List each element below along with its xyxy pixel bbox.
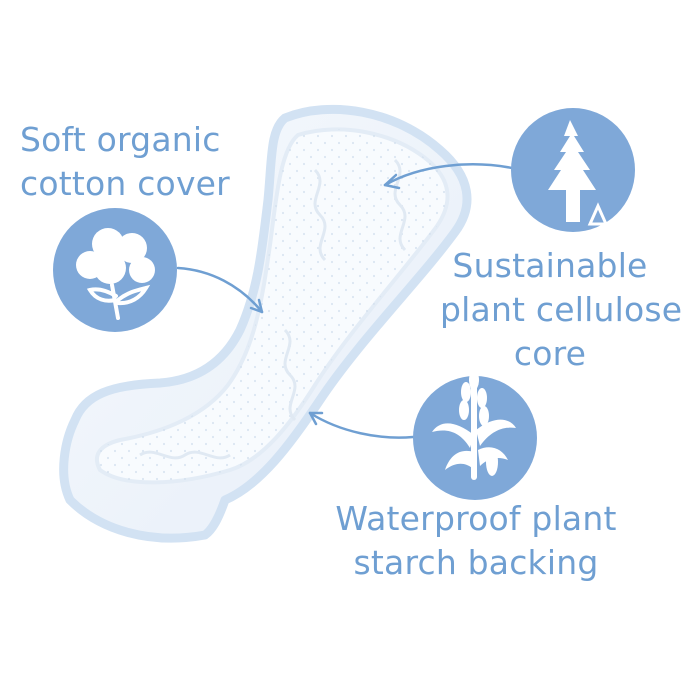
arrow-cellulose-head: [383, 173, 401, 190]
label-line: starch backing: [353, 543, 599, 582]
cellulose-badge: [511, 108, 635, 232]
arrow-cellulose: [383, 163, 514, 187]
arrow-cotton-head: [249, 298, 264, 314]
label-line: Soft organic: [20, 120, 221, 159]
panty-liner: [59, 104, 472, 543]
label-line: Sustainable: [452, 246, 648, 285]
liner-wave-line: [139, 450, 231, 460]
liner-dot-texture: [96, 129, 448, 483]
label-line: cotton cover: [20, 164, 230, 203]
arrow-starch-head: [308, 411, 324, 426]
arrow-starch: [308, 411, 415, 439]
cotton-boll-icon: [76, 228, 155, 320]
label-starch-backing: Waterproof plant starch backing: [335, 497, 617, 585]
label-cotton-cover: Soft organic cotton cover: [20, 118, 230, 206]
label-cellulose-core: Sustainable plant cellulose core: [440, 244, 683, 376]
corn-plant-icon: [432, 370, 516, 480]
liner-wave-line: [393, 158, 407, 252]
cotton-badge: [53, 208, 177, 332]
callout-arrows: [176, 163, 514, 439]
liner-wave-line: [313, 168, 327, 262]
arrow-cotton: [176, 266, 264, 314]
label-line: Waterproof plant: [335, 499, 617, 538]
label-line: plant cellulose: [440, 290, 683, 329]
liner-wave-line: [283, 328, 297, 422]
label-line: core: [513, 334, 587, 373]
pine-tree-icon: [548, 120, 609, 226]
starch-badge: [413, 370, 537, 500]
